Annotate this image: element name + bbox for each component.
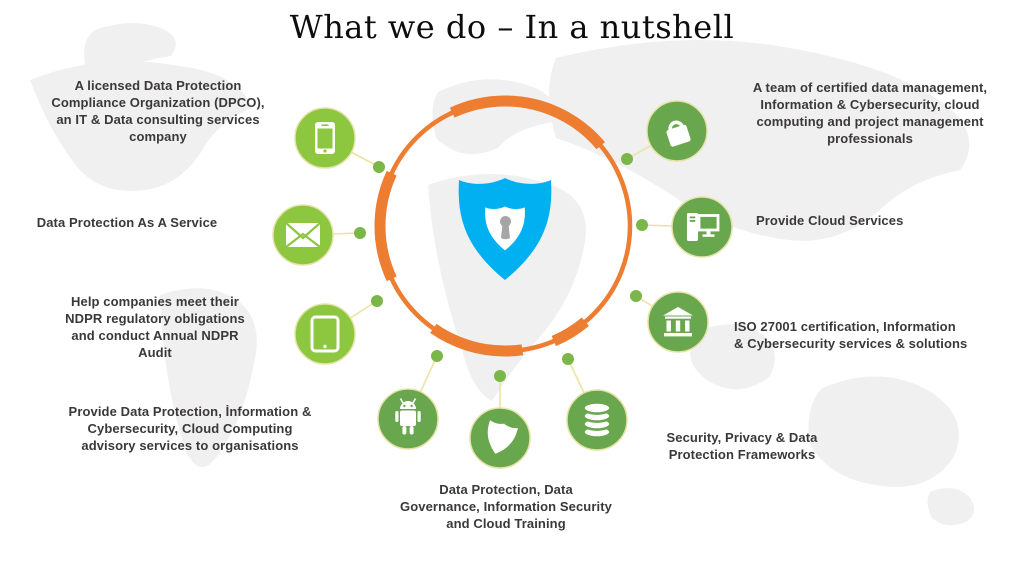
- item-text-training: Data Protection, Data Governance, Inform…: [400, 482, 612, 532]
- connector-dot: [621, 153, 633, 165]
- padlock-icon: [666, 120, 691, 147]
- database-icon: [582, 401, 612, 439]
- connector-dot: [354, 227, 366, 239]
- connector-dots: [354, 153, 648, 382]
- item-text-iso: ISO 27001 certification, Information & C…: [734, 319, 968, 352]
- hub-circle-training: [469, 407, 531, 469]
- connector-dot: [494, 370, 506, 382]
- connector-dot: [630, 290, 642, 302]
- center-ring: [374, 95, 636, 357]
- shield-icon: [487, 420, 518, 454]
- item-text-dpco: A licensed Data Protection Compliance Or…: [51, 78, 265, 145]
- bank-icon: [663, 307, 693, 337]
- item-text-dpaas: Data Protection As A Service: [36, 215, 218, 230]
- hub-circle-ndpr: [294, 303, 356, 365]
- smartphone-icon: [315, 122, 335, 154]
- connector-dot: [562, 353, 574, 365]
- hub-circle-frameworks: [566, 389, 628, 451]
- item-text-frameworks: Security, Privacy & Data Protection Fram…: [666, 430, 818, 463]
- connector-dot: [431, 350, 443, 362]
- hub-circle-team: [646, 100, 708, 162]
- hub-circle-cloud: [671, 196, 733, 258]
- tablet-icon: [310, 315, 340, 353]
- envelope-icon: [285, 222, 321, 248]
- connector-dot: [373, 161, 385, 173]
- item-text-advisory: Provide Data Protection, İnformation & C…: [68, 404, 312, 454]
- android-icon: [395, 398, 421, 435]
- hub-circle-dpco: [294, 107, 356, 169]
- item-text-team: A team of certified data management, Inf…: [752, 80, 988, 147]
- connector-dot: [371, 295, 383, 307]
- hub-circle-iso: [647, 291, 709, 353]
- hub-circle-advisory: [377, 388, 439, 450]
- hub-circle-dpaas: [272, 204, 334, 266]
- computer-icon: [687, 213, 720, 241]
- item-text-cloud: Provide Cloud Services: [756, 213, 904, 228]
- connector-dot: [636, 219, 648, 231]
- page-title: What we do – In a nutshell: [289, 8, 735, 46]
- item-text-ndpr: Help companies meet their NDPR regulator…: [65, 294, 245, 361]
- shield-lock-icon: [458, 178, 552, 280]
